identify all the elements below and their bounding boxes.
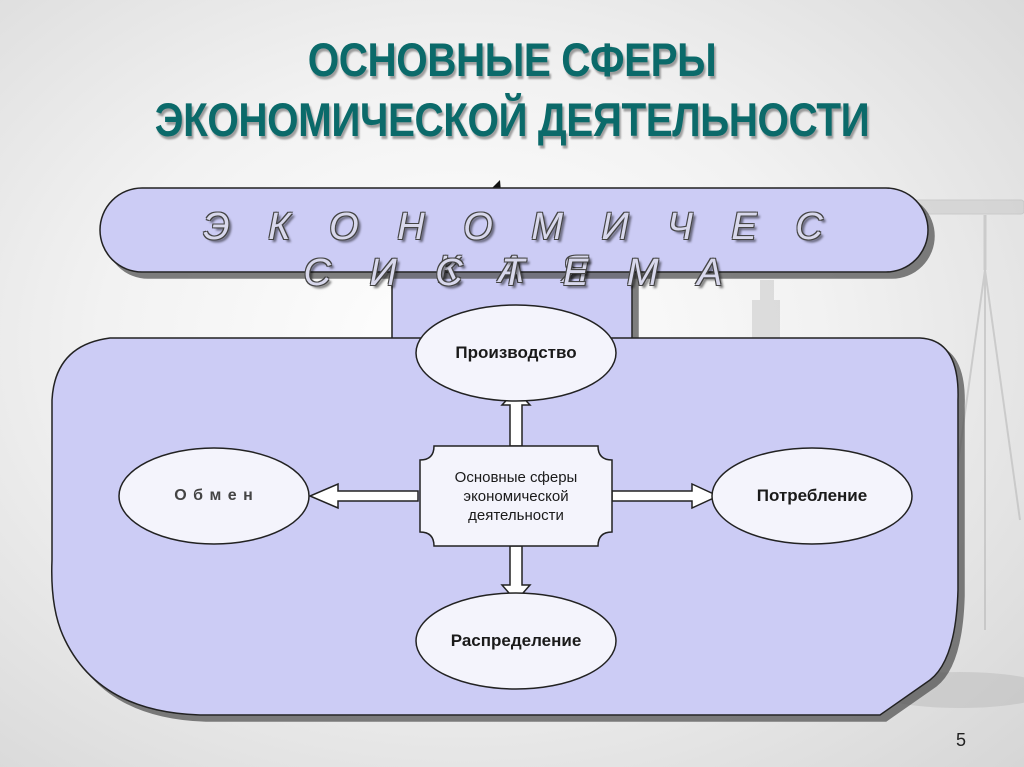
page-number: 5 bbox=[955, 730, 966, 750]
center-label: Основные сферы экономической деятельност… bbox=[454, 468, 578, 524]
center-plaque-shape bbox=[419, 445, 613, 547]
node-distribution-shape bbox=[415, 592, 617, 690]
node-exchange-shape bbox=[118, 447, 310, 545]
node-exchange: О б м е н bbox=[174, 487, 254, 504]
node-consumption-shape bbox=[711, 447, 913, 545]
arrow-left bbox=[308, 482, 419, 510]
system-title-line2: С И С Т Е М А bbox=[303, 252, 737, 294]
system-title-line1: Э К О Н О М И Ч Е С К А Я bbox=[203, 206, 837, 291]
node-distribution: Распределение bbox=[450, 631, 582, 650]
node-production-shape bbox=[415, 304, 617, 402]
node-consumption: Потребление bbox=[756, 486, 868, 505]
node-production: Производство bbox=[455, 343, 577, 362]
slide-title: ОСНОВНЫЕ СФЕРЫ ЭКОНОМИЧЕСКОЙ ДЕЯТЕЛЬНОСТ… bbox=[72, 30, 953, 150]
arrows bbox=[308, 388, 720, 603]
slide-title-line2: ЭКОНОМИЧЕСКОЙ ДЕЯТЕЛЬНОСТИ bbox=[154, 93, 870, 146]
system-banner bbox=[99, 187, 929, 273]
slide-title-line1: ОСНОВНЫЕ СФЕРЫ bbox=[307, 33, 717, 86]
arrow-right bbox=[611, 482, 720, 510]
